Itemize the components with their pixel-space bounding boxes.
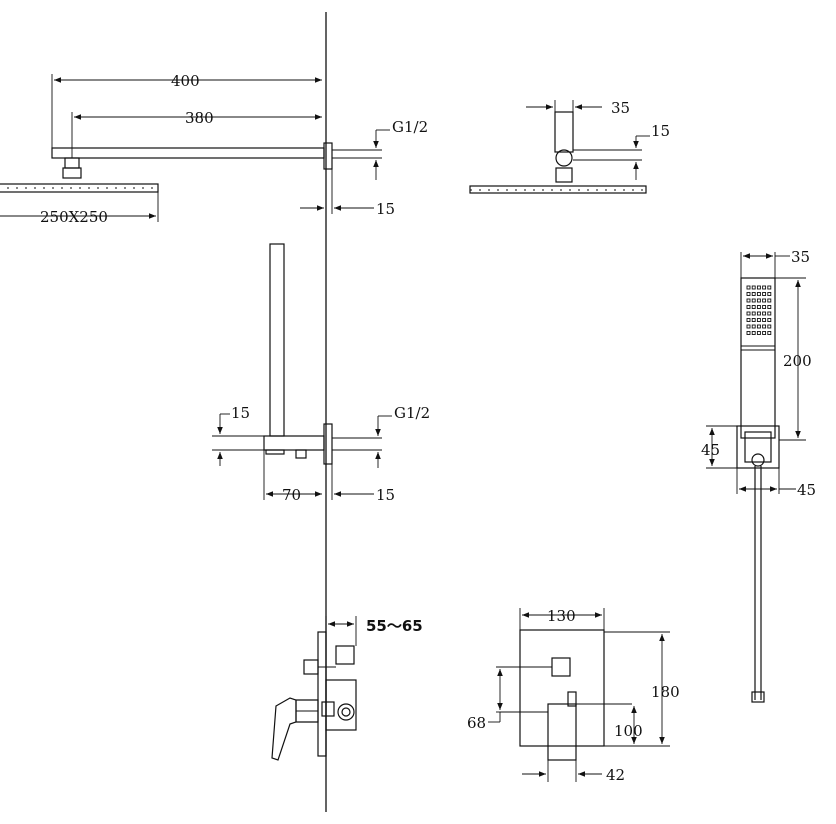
nozzle (756, 311, 761, 316)
arm-flange-label: 15 (376, 200, 395, 218)
nozzle (767, 285, 772, 290)
plate-height-label: 180 (651, 683, 680, 701)
nozzle (767, 305, 772, 309)
nozzle (762, 298, 767, 303)
nozzle (751, 311, 756, 316)
nozzle (756, 305, 761, 309)
arm-thread-label: G1/2 (392, 118, 428, 136)
nozzle (746, 318, 751, 322)
lever-height-label: 100 (614, 722, 643, 740)
bracket-wall-flange (323, 423, 333, 465)
mixer-body (325, 679, 357, 731)
nozzle (751, 292, 756, 296)
shower-head-side-view: 35 15 (469, 99, 670, 194)
install-depth-label: 55～65 (366, 617, 423, 635)
mixer-cover-plate (519, 629, 605, 747)
hand-shower-body (269, 243, 285, 437)
nozzle (746, 331, 751, 335)
overhead-shower-side-view: 400 380 G1/2 250X250 15 (0, 72, 428, 226)
lever-width-label: 42 (606, 766, 625, 784)
arm-length-label: 400 (171, 72, 200, 90)
nozzle (751, 318, 756, 322)
nozzle (767, 311, 772, 316)
nozzle (746, 292, 751, 296)
mixer-side-view: 55～65 (271, 616, 423, 761)
nozzle (746, 285, 751, 290)
head-connector (64, 157, 80, 169)
bracket-projection-label: 70 (282, 486, 301, 504)
handle-width-label: 35 (791, 248, 810, 266)
nozzle (762, 305, 767, 309)
nozzle (751, 285, 756, 290)
nozzle (751, 324, 756, 329)
shower-arm (51, 147, 325, 159)
holder-height-label: 45 (701, 441, 720, 459)
holder-width-label: 45 (797, 481, 816, 499)
hand-shower-front-view: 35 200 45 45 (701, 248, 816, 703)
nozzle (762, 311, 767, 316)
nozzle (762, 292, 767, 296)
arm-projection-label: 380 (185, 109, 214, 127)
nozzle (756, 324, 761, 329)
nozzle (746, 298, 751, 303)
nozzle (767, 318, 772, 322)
nozzle (762, 324, 767, 329)
nozzle (746, 324, 751, 329)
nozzle (746, 305, 751, 309)
nozzle (762, 331, 767, 335)
bracket-arm (263, 435, 325, 451)
nozzle (756, 285, 761, 290)
bracket-thread-label: G1/2 (394, 404, 430, 422)
nozzle-grid (746, 285, 772, 335)
lever-offset-label: 68 (467, 714, 486, 732)
nozzle (767, 331, 772, 335)
nozzle (756, 292, 761, 296)
mixer-wall-plate (317, 631, 327, 757)
nozzle (762, 318, 767, 322)
nozzle (751, 305, 756, 309)
nozzle (756, 298, 761, 303)
nozzle (751, 331, 756, 335)
nozzle (751, 298, 756, 303)
head-connector-top (554, 111, 574, 153)
mixer-lever-front (547, 703, 577, 761)
nozzle (756, 331, 761, 335)
handle-length-label: 200 (783, 352, 812, 370)
nozzle (767, 324, 772, 329)
plate-width-label: 130 (547, 607, 576, 625)
head-thickness-label: 15 (651, 122, 670, 140)
mixer-front-view: 130 180 100 68 42 (467, 607, 680, 784)
head-size-label: 250X250 (40, 208, 108, 226)
shower-head-plate (0, 183, 159, 193)
nozzle (746, 311, 751, 316)
hand-shower-handle (740, 277, 776, 439)
shower-head-plate-top (469, 185, 647, 194)
hand-shower-holder (736, 425, 780, 469)
diverter-knob (551, 657, 571, 677)
connector-width-label: 35 (611, 99, 630, 117)
nozzle (762, 285, 767, 290)
wall-flange (323, 142, 333, 170)
nozzle (767, 292, 772, 296)
nozzle (767, 298, 772, 303)
bracket-offset-label: 15 (231, 404, 250, 422)
bracket-flange-label: 15 (376, 486, 395, 504)
nozzle (756, 318, 761, 322)
hand-shower-bracket-side-view: 15 G1/2 70 15 (212, 243, 430, 504)
